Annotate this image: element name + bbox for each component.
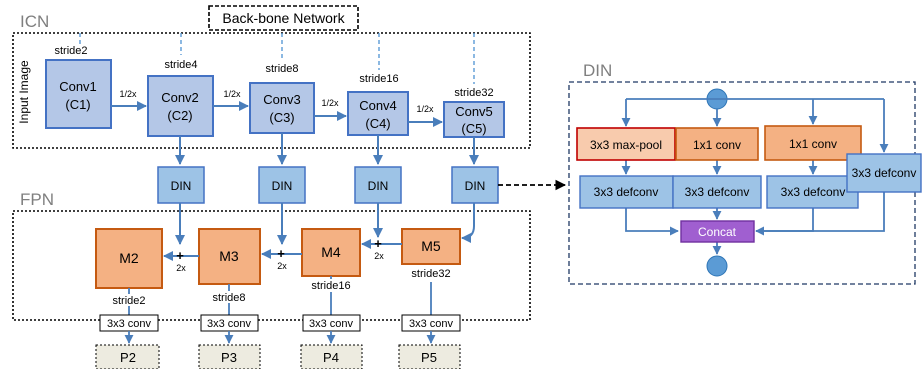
plus-sign-3: + <box>176 248 184 263</box>
conv3x3-label-1: 3x3 conv <box>107 318 152 330</box>
backbone-box <box>208 5 359 31</box>
conv1-name: Conv1 <box>59 79 97 94</box>
din-region <box>568 81 916 285</box>
stride-bottom-4: stride32 <box>411 268 450 280</box>
conv3x3-label-2: 3x3 conv <box>207 318 252 330</box>
downsample-arrows <box>111 101 443 127</box>
din-defconv-4-label: 3x3 defconv <box>852 166 917 180</box>
merge-m2-label: M2 <box>119 250 139 266</box>
downsample-label-4: 1/2x <box>416 104 434 114</box>
upsample-arrows <box>163 239 402 261</box>
merge-m4 <box>301 228 361 277</box>
conv1-sub: (C1) <box>65 97 90 112</box>
output-p2 <box>95 344 160 369</box>
conv3-name: Conv3 <box>263 92 301 107</box>
din-concat-label: Concat <box>698 225 737 239</box>
stride-top-4: stride16 <box>359 73 398 85</box>
stride-top-3: stride8 <box>265 63 298 75</box>
output-p4 <box>300 344 363 369</box>
din-defconv-3-block <box>766 175 859 209</box>
conv3-block <box>249 82 315 134</box>
din-conv1x1-a-label: 1x1 conv <box>693 138 741 152</box>
fpn-region <box>12 210 531 321</box>
downsample-label-2: 1/2x <box>223 89 241 99</box>
upsample-label-1: 2x <box>374 251 384 261</box>
fpn-label: FPN <box>20 190 54 209</box>
din-block-4-label: DIN <box>465 179 486 193</box>
backbone-label: Back-bone Network <box>222 10 345 26</box>
upsample-label-2: 2x <box>277 261 287 271</box>
din-block-1 <box>157 166 205 204</box>
din-conv1x1-a-block <box>675 127 759 161</box>
din-defconv-2-block <box>672 175 762 209</box>
merge-to-conv-lines <box>128 276 432 315</box>
din-maxpool-block <box>576 127 676 161</box>
conv3-sub: (C3) <box>269 110 294 125</box>
merge-m5 <box>401 228 461 265</box>
merge-m3-label: M3 <box>219 248 239 264</box>
din-maxpool-label: 3x3 max-pool <box>590 138 662 152</box>
conv3x3-label-3: 3x3 conv <box>309 318 354 330</box>
din-title-label: DIN <box>583 61 612 80</box>
output-p2-label: P2 <box>120 350 136 365</box>
din-block-2-label: DIN <box>272 179 293 193</box>
din-branch-lines <box>621 98 889 255</box>
merge-m5-label: M5 <box>421 238 441 254</box>
output-p5-label: P5 <box>421 350 437 365</box>
din-block-3-label: DIN <box>368 179 389 193</box>
din-defconv-1-block <box>579 175 674 209</box>
output-p4-label: P4 <box>323 350 339 365</box>
conv1-block <box>45 59 112 129</box>
plus-sign-2: + <box>277 246 285 261</box>
icn-label: ICN <box>20 12 49 31</box>
plus-sign-1: + <box>374 236 382 251</box>
output-p5 <box>398 344 461 369</box>
stride-bottom-2: stride8 <box>212 292 245 304</box>
backbone-connectors <box>79 33 475 84</box>
din-block-3 <box>354 166 402 204</box>
conv4-name: Conv4 <box>359 98 397 113</box>
output-p3-label: P3 <box>221 350 237 365</box>
stride-bottom-3: stride16 <box>311 280 350 292</box>
din-defconv-4-block <box>846 153 922 193</box>
merge-m4-label: M4 <box>321 244 341 260</box>
conv4-block <box>347 91 409 136</box>
conv5-sub: (C5) <box>461 121 486 136</box>
din-concat-block <box>680 220 755 243</box>
stride-bottom-1: stride2 <box>112 295 145 307</box>
merge-m3 <box>198 228 261 285</box>
din-defconv-3-label: 3x3 defconv <box>781 185 846 199</box>
output-p3 <box>198 344 261 369</box>
stride-top-2: stride4 <box>164 59 197 71</box>
conv2-block <box>147 75 214 137</box>
input-image-label: Input Image <box>17 60 31 124</box>
din-block-1-label: DIN <box>171 179 192 193</box>
stride-top-1: stride2 <box>54 45 87 57</box>
conv5-block <box>443 101 505 138</box>
conv2-sub: (C2) <box>167 108 192 123</box>
din-defconv-2-label: 3x3 defconv <box>685 185 750 199</box>
din-block-2 <box>258 166 306 204</box>
conv2-name: Conv2 <box>161 90 199 105</box>
din-output-node <box>706 255 728 277</box>
din-conv1x1-b-label: 1x1 conv <box>789 137 837 151</box>
conv-to-output-arrows <box>124 331 436 344</box>
downsample-label-3: 1/2x <box>321 98 339 108</box>
conv-to-din-arrows <box>175 133 479 165</box>
din-defconv-1-label: 3x3 defconv <box>594 185 659 199</box>
din-conv1x1-b-block <box>764 125 862 161</box>
conv3x3-label-4: 3x3 conv <box>409 318 454 330</box>
downsample-label-1: 1/2x <box>119 89 137 99</box>
conv5-name: Conv5 <box>455 104 493 119</box>
conv4-sub: (C4) <box>365 116 390 131</box>
stride-top-5: stride32 <box>454 87 493 99</box>
din-to-merge-arrows <box>175 203 475 245</box>
upsample-label-3: 2x <box>176 263 186 273</box>
